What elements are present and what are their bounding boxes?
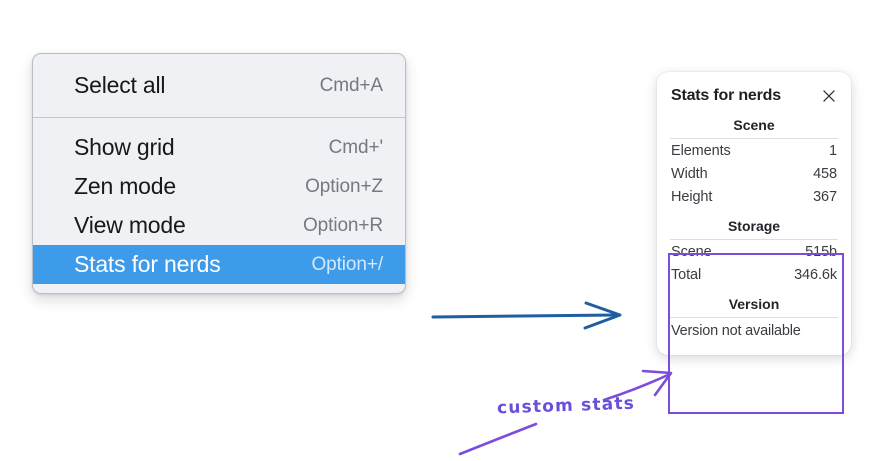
divider [670,239,838,240]
section-title-scene: Scene [733,117,775,133]
stat-value: 458 [813,166,837,182]
stats-for-nerds-panel: Stats for nerds Scene Elements 1 Width 4… [657,72,851,355]
menu-item-stats-for-nerds[interactable]: Stats for nerds Option+/ [33,245,405,284]
menu-group-2: Show grid Cmd+' Zen mode Option+Z View m… [33,118,405,293]
stat-key: Width [671,166,708,182]
divider [670,317,838,318]
menu-item-shortcut: Cmd+A [319,74,383,96]
stat-value: 1 [829,143,837,159]
menu-item-select-all[interactable]: Select all Cmd+A [33,66,405,105]
menu-item-label: Zen mode [74,173,176,199]
section-title-storage: Storage [727,218,781,234]
page-title: Stats for nerds [671,87,781,104]
menu-item-shortcut: Option+/ [311,253,383,275]
stat-row-scene-storage: Scene 515b [669,240,839,263]
stat-row-width: Width 458 [669,162,839,185]
version-not-available-text: Version not available [671,323,801,339]
menu-item-shortcut: Option+R [303,214,383,236]
menu-item-zen-mode[interactable]: Zen mode Option+Z [33,167,405,206]
panel-header: Stats for nerds [669,84,839,107]
close-icon[interactable] [821,88,837,104]
stat-value: 346.6k [794,267,837,283]
section-title-version: Version [728,296,780,312]
stat-value: 515b [805,244,837,260]
stat-row-total-storage: Total 346.6k [669,263,839,286]
annotation-label-custom-stats: custom stats [496,393,636,419]
menu-item-show-grid[interactable]: Show grid Cmd+' [33,128,405,167]
stat-row-height: Height 367 [669,185,839,208]
stat-key: Elements [671,143,731,159]
stat-key: Scene [671,244,712,260]
menu-group-1: Select all Cmd+A [33,54,405,118]
menu-item-label: Select all [74,72,166,98]
menu-item-shortcut: Option+Z [305,175,383,197]
stat-row-elements: Elements 1 [669,139,839,162]
canvas-context-menu[interactable]: Select all Cmd+A Show grid Cmd+' Zen mod… [32,53,406,294]
menu-item-shortcut: Cmd+' [328,136,383,158]
menu-item-view-mode[interactable]: View mode Option+R [33,206,405,245]
stat-key: Height [671,189,713,205]
menu-item-label: Stats for nerds [74,251,221,277]
menu-item-label: Show grid [74,134,175,160]
stat-key: Total [671,267,702,283]
menu-item-label: View mode [74,212,186,238]
flow-arrow [431,301,622,330]
stat-value: 367 [813,189,837,205]
divider [670,138,838,139]
callout-underline [458,422,538,456]
